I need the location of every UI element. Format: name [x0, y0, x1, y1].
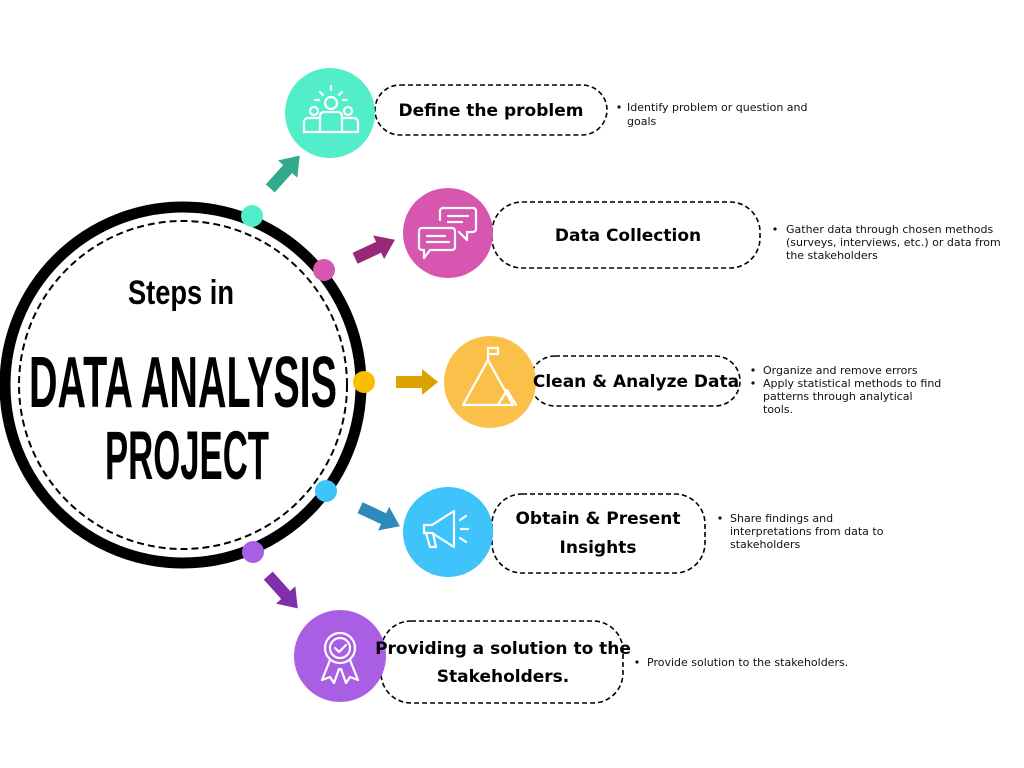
step-1-dot — [241, 205, 263, 227]
step-4-dot — [315, 480, 337, 502]
step-4-bullet-1-line-3: stakeholders — [730, 538, 801, 551]
step-clean-analyze: Clean & Analyze Data Organize and remove… — [444, 336, 941, 428]
step-1-box — [374, 84, 608, 136]
step-1-arrow-icon — [265, 155, 300, 193]
step-4-bullet-1-line-2: interpretations from data to — [730, 525, 884, 538]
step-2-bullet-1-line-1: Gather data through chosen methods — [786, 223, 994, 236]
step-5-label-line-1: Providing a solution to the — [375, 639, 631, 659]
step-3-box — [529, 355, 741, 407]
bullet-dot — [751, 381, 755, 385]
step-5-box — [380, 620, 624, 704]
award-badge-icon — [320, 631, 360, 685]
step-4-label-line-2: Insights — [560, 538, 637, 558]
step-2-arrow-icon — [352, 235, 395, 264]
bullet-dot — [751, 368, 755, 372]
step-4-arrow-icon — [357, 502, 400, 531]
step-3-circle — [444, 336, 536, 428]
step-3-arrow-icon — [396, 369, 438, 395]
inner-dashed-ring — [18, 220, 348, 550]
step-3-dot — [353, 371, 375, 393]
bullet-dot — [635, 660, 639, 664]
step-3-bullet-2-line-1: Apply statistical methods to find — [763, 377, 941, 390]
step-5-label-line-2: Stakeholders. — [437, 667, 570, 687]
step-4-box — [491, 493, 706, 574]
step-5-circle — [294, 610, 386, 702]
step-4-label-line-1: Obtain & Present — [515, 509, 680, 529]
step-providing-solution: Providing a solution to the Stakeholders… — [294, 610, 848, 704]
step-3-bullet-2-line-2: patterns through analytical — [763, 390, 913, 403]
megaphone-icon — [422, 509, 470, 549]
step-2-circle — [403, 188, 493, 278]
step-5-dot — [242, 541, 264, 563]
step-2-bullet-1-line-2: (surveys, interviews, etc.) or data from — [786, 236, 1001, 249]
step-1-bullet-1-line-2: goals — [627, 115, 657, 128]
bullet-dot — [773, 227, 777, 231]
bullet-dot — [617, 105, 621, 109]
step-data-collection: Data Collection Gather data through chos… — [403, 188, 1001, 278]
bullet-dot — [718, 516, 722, 520]
chat-bubbles-icon — [417, 206, 478, 260]
step-2-dot — [313, 259, 335, 281]
step-3-label: Clean & Analyze Data — [533, 372, 739, 392]
team-idea-icon — [302, 84, 360, 134]
step-obtain-present: Obtain & Present Insights Share findings… — [403, 487, 884, 577]
title-line-1: Steps in — [128, 274, 234, 312]
step-define-problem: Define the problem Identify problem or q… — [285, 68, 808, 158]
step-3-bullet-1: Organize and remove errors — [763, 364, 918, 377]
step-4-bullet-1-line-1: Share findings and — [730, 512, 833, 525]
step-1-label: Define the problem — [399, 101, 584, 121]
title-line-2: DATA ANALYSIS — [29, 343, 337, 424]
step-1-bullet-1-line-1: Identify problem or question and — [627, 101, 808, 114]
step-4-circle — [403, 487, 493, 577]
step-5-bullet-1: Provide solution to the stakeholders. — [647, 656, 848, 669]
step-5-arrow-icon — [263, 571, 298, 609]
step-2-bullet-1-line-3: the stakeholders — [786, 249, 878, 262]
title-line-3: PROJECT — [105, 419, 269, 495]
step-2-box — [491, 201, 761, 269]
step-2-label: Data Collection — [555, 226, 701, 246]
mountain-flag-icon — [461, 346, 518, 407]
step-3-bullet-2-line-3: tools. — [763, 403, 793, 416]
